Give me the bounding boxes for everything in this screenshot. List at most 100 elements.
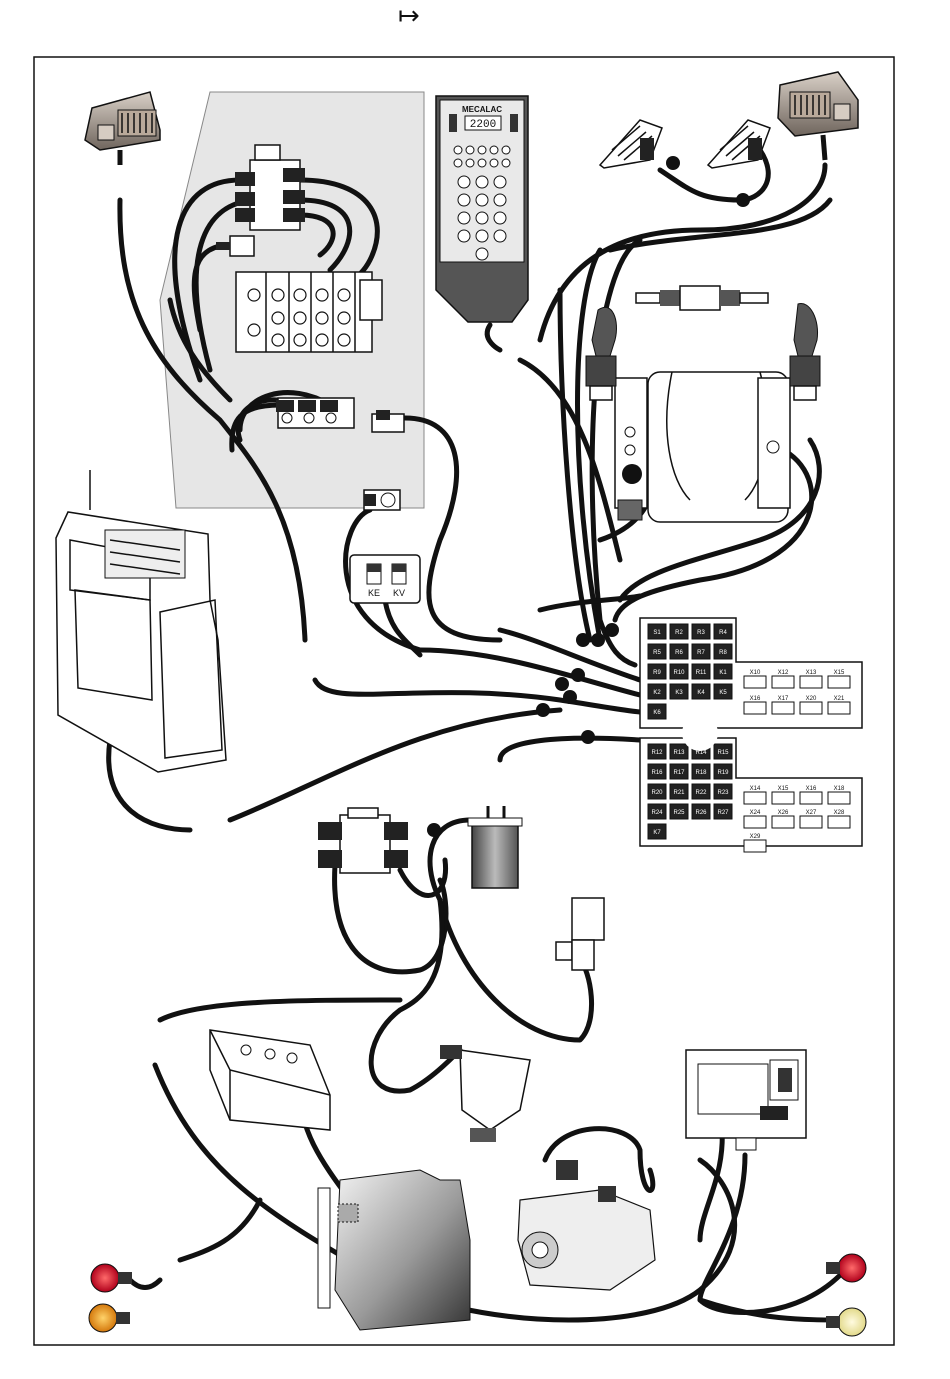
- starter-relay-canister: [468, 806, 522, 888]
- switch-ke-label: KE: [368, 588, 380, 598]
- joystick-right: [790, 303, 820, 400]
- relay: K3: [670, 684, 688, 699]
- switch-panel: KE KV: [350, 555, 420, 603]
- svg-text:R10: R10: [673, 670, 685, 676]
- svg-text:X26: X26: [778, 810, 789, 816]
- svg-text:R19: R19: [717, 770, 729, 776]
- relay: R8: [714, 644, 732, 659]
- svg-text:X16: X16: [806, 786, 817, 792]
- svg-text:X10: X10: [750, 670, 761, 676]
- svg-text:R8: R8: [719, 650, 727, 656]
- foot-pedal-right: [708, 120, 770, 168]
- solenoid-valve-block-middle: [276, 398, 354, 428]
- svg-text:R22: R22: [695, 790, 707, 796]
- svg-text:X18: X18: [834, 786, 845, 792]
- fusebox-upper: S1R2R3R4R5R6R7R8R9R10R11K1K2K3K4K5K6X10X…: [640, 618, 862, 728]
- svg-text:X17: X17: [778, 696, 789, 702]
- relay: R7: [692, 644, 710, 659]
- clear-lamp-right: [826, 1308, 866, 1336]
- svg-text:R5: R5: [653, 650, 661, 656]
- pressure-sensor-bracket: [556, 898, 604, 970]
- svg-text:R17: R17: [673, 770, 685, 776]
- svg-text:R6: R6: [675, 650, 683, 656]
- auxiliary-control-box: [686, 1050, 806, 1150]
- header-arrow: ↦: [398, 0, 420, 30]
- relay: R17: [670, 764, 688, 779]
- relay: R9: [648, 664, 666, 679]
- hydraulic-pump: [518, 1160, 655, 1290]
- svg-text:K4: K4: [697, 690, 705, 696]
- svg-text:R26: R26: [695, 810, 707, 816]
- svg-text:K6: K6: [653, 710, 661, 716]
- svg-text:R20: R20: [651, 790, 663, 796]
- switch-kv-label: KV: [393, 588, 405, 598]
- operator-cab: [56, 470, 226, 772]
- relay: K7: [648, 824, 666, 839]
- joystick-left: [586, 307, 616, 400]
- svg-text:R3: R3: [697, 630, 705, 636]
- relay: R22: [692, 784, 710, 799]
- relay: R21: [670, 784, 688, 799]
- relay: K6: [648, 704, 666, 719]
- relay: R2: [670, 624, 688, 639]
- svg-text:R24: R24: [651, 810, 663, 816]
- svg-text:X12: X12: [778, 670, 789, 676]
- relay: R11: [692, 664, 710, 679]
- svg-text:R25: R25: [673, 810, 685, 816]
- solenoid-valve-pair: [318, 808, 408, 873]
- svg-text:X15: X15: [778, 786, 789, 792]
- relay: R4: [714, 624, 732, 639]
- operator-seat: [615, 372, 790, 522]
- svg-text:K7: K7: [653, 830, 661, 836]
- relay: R5: [648, 644, 666, 659]
- svg-text:S1: S1: [653, 630, 661, 636]
- svg-text:X14: X14: [750, 786, 761, 792]
- svg-text:R27: R27: [717, 810, 729, 816]
- relay: R15: [714, 744, 732, 759]
- battery: [210, 1030, 330, 1130]
- svg-text:R23: R23: [717, 790, 729, 796]
- svg-text:K3: K3: [675, 690, 683, 696]
- svg-text:R15: R15: [717, 750, 729, 756]
- svg-text:R7: R7: [697, 650, 705, 656]
- relay: R24: [648, 804, 666, 819]
- svg-text:X24: X24: [750, 810, 761, 816]
- keypad-controller: MECALAC 2200: [436, 96, 528, 322]
- svg-text:X29: X29: [750, 834, 761, 840]
- relay: R26: [692, 804, 710, 819]
- svg-text:R12: R12: [651, 750, 663, 756]
- svg-text:R4: R4: [719, 630, 727, 636]
- engine: [318, 1170, 470, 1330]
- main-control-valve: [236, 272, 382, 352]
- svg-text:R18: R18: [695, 770, 707, 776]
- relay: K5: [714, 684, 732, 699]
- keypad-display: 2200: [470, 119, 496, 131]
- relay: R27: [714, 804, 732, 819]
- svg-text:K2: K2: [653, 690, 661, 696]
- work-lamp-left: [85, 92, 160, 165]
- svg-text:X16: X16: [750, 696, 761, 702]
- svg-text:R16: R16: [651, 770, 663, 776]
- pressure-switch: [372, 410, 404, 432]
- relay: K2: [648, 684, 666, 699]
- svg-text:R9: R9: [653, 670, 661, 676]
- tail-lamp-red-left: [91, 1264, 132, 1292]
- svg-text:K5: K5: [719, 690, 727, 696]
- svg-text:R13: R13: [673, 750, 685, 756]
- relay: R3: [692, 624, 710, 639]
- indicator-lamp-amber-left: [89, 1304, 130, 1332]
- relay: R13: [670, 744, 688, 759]
- keypad-brand: MECALAC: [462, 105, 502, 114]
- svg-text:R2: R2: [675, 630, 683, 636]
- relay: K1: [714, 664, 732, 679]
- svg-text:X20: X20: [806, 696, 817, 702]
- relay: R25: [670, 804, 688, 819]
- relay: R12: [648, 744, 666, 759]
- svg-text:X15: X15: [834, 670, 845, 676]
- fusebox-gap: [682, 715, 718, 751]
- svg-text:X13: X13: [806, 670, 817, 676]
- work-lamp-right: [778, 72, 858, 160]
- relay: R23: [714, 784, 732, 799]
